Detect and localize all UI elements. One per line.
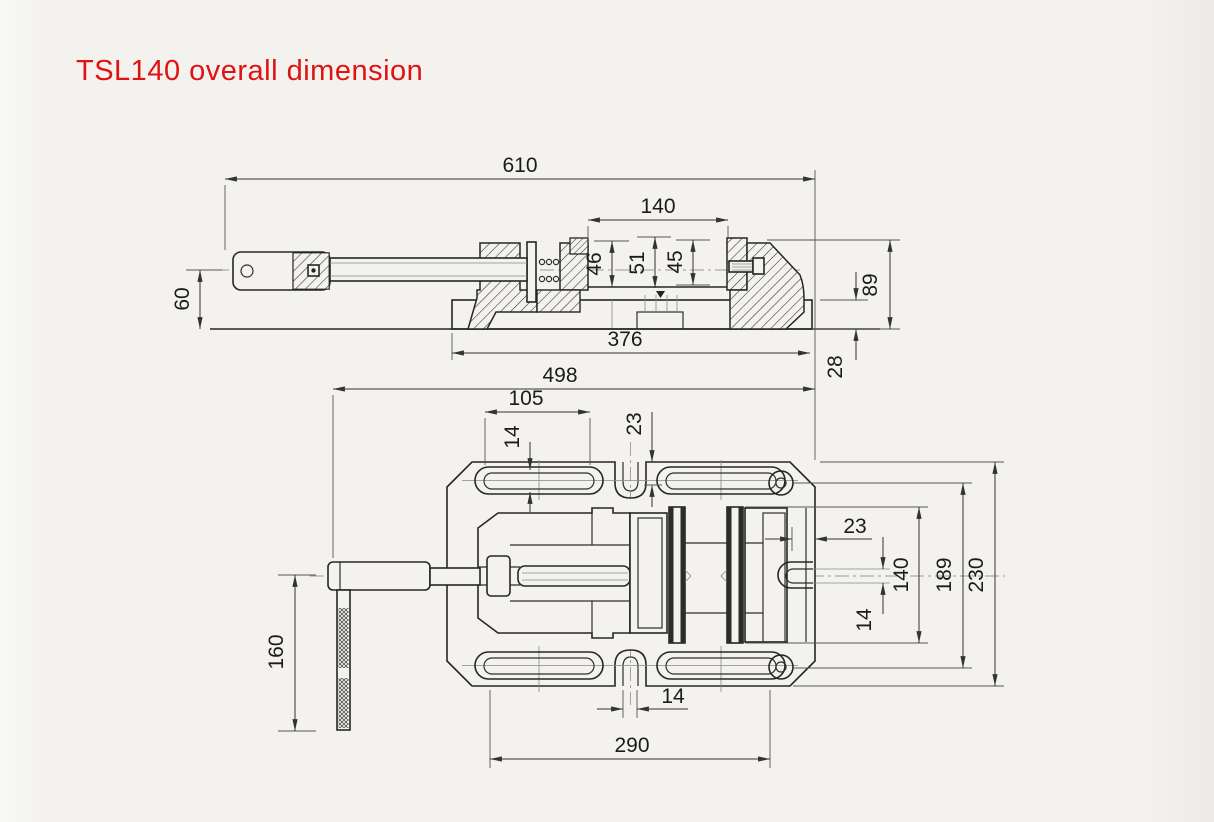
movable-jaw-foot [536,289,581,313]
spring-plate [526,241,537,303]
dim-23-notch: 23 [623,412,662,507]
dim-text-610: 610 [502,154,537,177]
dim-text-45: 45 [664,250,687,273]
dim-text-498: 498 [542,364,577,387]
dim-105: 105 [484,387,591,465]
dim-14-slot: 14 [501,425,533,512]
dim-160: 160 [265,574,316,732]
dim-498: 498 [332,364,815,558]
jaw-plates-plan [668,506,744,644]
bottom-notch-inner [622,656,639,686]
dim-text-46: 46 [583,252,606,275]
dim-14-rear: 14 [853,537,886,632]
dim-23-edge: 23 [765,515,872,551]
dim-text-14-rear: 14 [853,608,876,632]
dim-text-89: 89 [859,273,882,296]
mount-bolt-holes [768,470,794,680]
dim-text-140: 140 [640,195,675,218]
dim-text-51: 51 [626,251,649,274]
screw-shaft-side [329,257,528,282]
dim-51: 51 [626,236,671,288]
jaw-bolt-head [752,257,765,275]
dim-text-105: 105 [508,387,543,410]
plan-view-geometry [310,442,1005,731]
dim-text-160: 160 [265,634,288,669]
rear-slot [777,561,890,589]
dim-610: 610 [224,154,815,250]
base-key-slot [636,311,684,330]
dim-text-23-notch: 23 [623,412,646,435]
plan-view: 498 105 14 23 [265,364,1005,768]
dim-text-60: 60 [171,287,194,310]
dim-60: 60 [171,269,222,329]
knurl-lower [338,678,349,728]
dim-140-opening: 140 [587,195,729,237]
dim-189: 189 [794,482,972,669]
fixed-jaw-plan [744,507,788,643]
dim-text-23-edge: 23 [843,515,866,538]
dim-28: 28 [820,272,868,379]
section-mark [656,291,665,298]
top-notch-inner [622,462,639,492]
side-view: 610 140 46 51 45 [171,154,900,460]
side-view-geometry [210,237,880,330]
dim-text-230: 230 [965,557,988,592]
dim-45: 45 [664,239,710,286]
movable-jaw-cap [569,237,589,255]
dim-text-376: 376 [607,328,642,351]
dim-140-width: 140 [745,506,928,644]
dim-text-28: 28 [824,355,847,378]
bed-surface [588,286,744,300]
dim-290: 290 [489,690,771,768]
t-slots [474,466,786,680]
dim-text-189: 189 [933,557,956,592]
handle-hub-plan [327,561,431,591]
spring-coils [538,258,560,283]
screw-shaft-plan [429,567,481,586]
dim-46: 46 [583,240,629,287]
dim-text-290: 290 [614,734,649,757]
handle-pin-hole [240,264,254,278]
dim-14-notch: 14 [597,685,688,718]
dim-89: 89 [767,239,900,330]
dim-text-140-width: 140 [890,557,913,592]
movable-jaw-block [629,512,668,634]
handle-socket [486,555,511,597]
dim-text-14-notch: 14 [661,685,685,708]
dim-230: 230 [793,461,1004,687]
lead-screw-plan [517,565,631,587]
knurl-upper [338,608,349,668]
dim-text-14-slot: 14 [501,425,524,449]
drawing-title: TSL140 overall dimension [76,55,424,87]
dim-376: 376 [451,328,810,360]
